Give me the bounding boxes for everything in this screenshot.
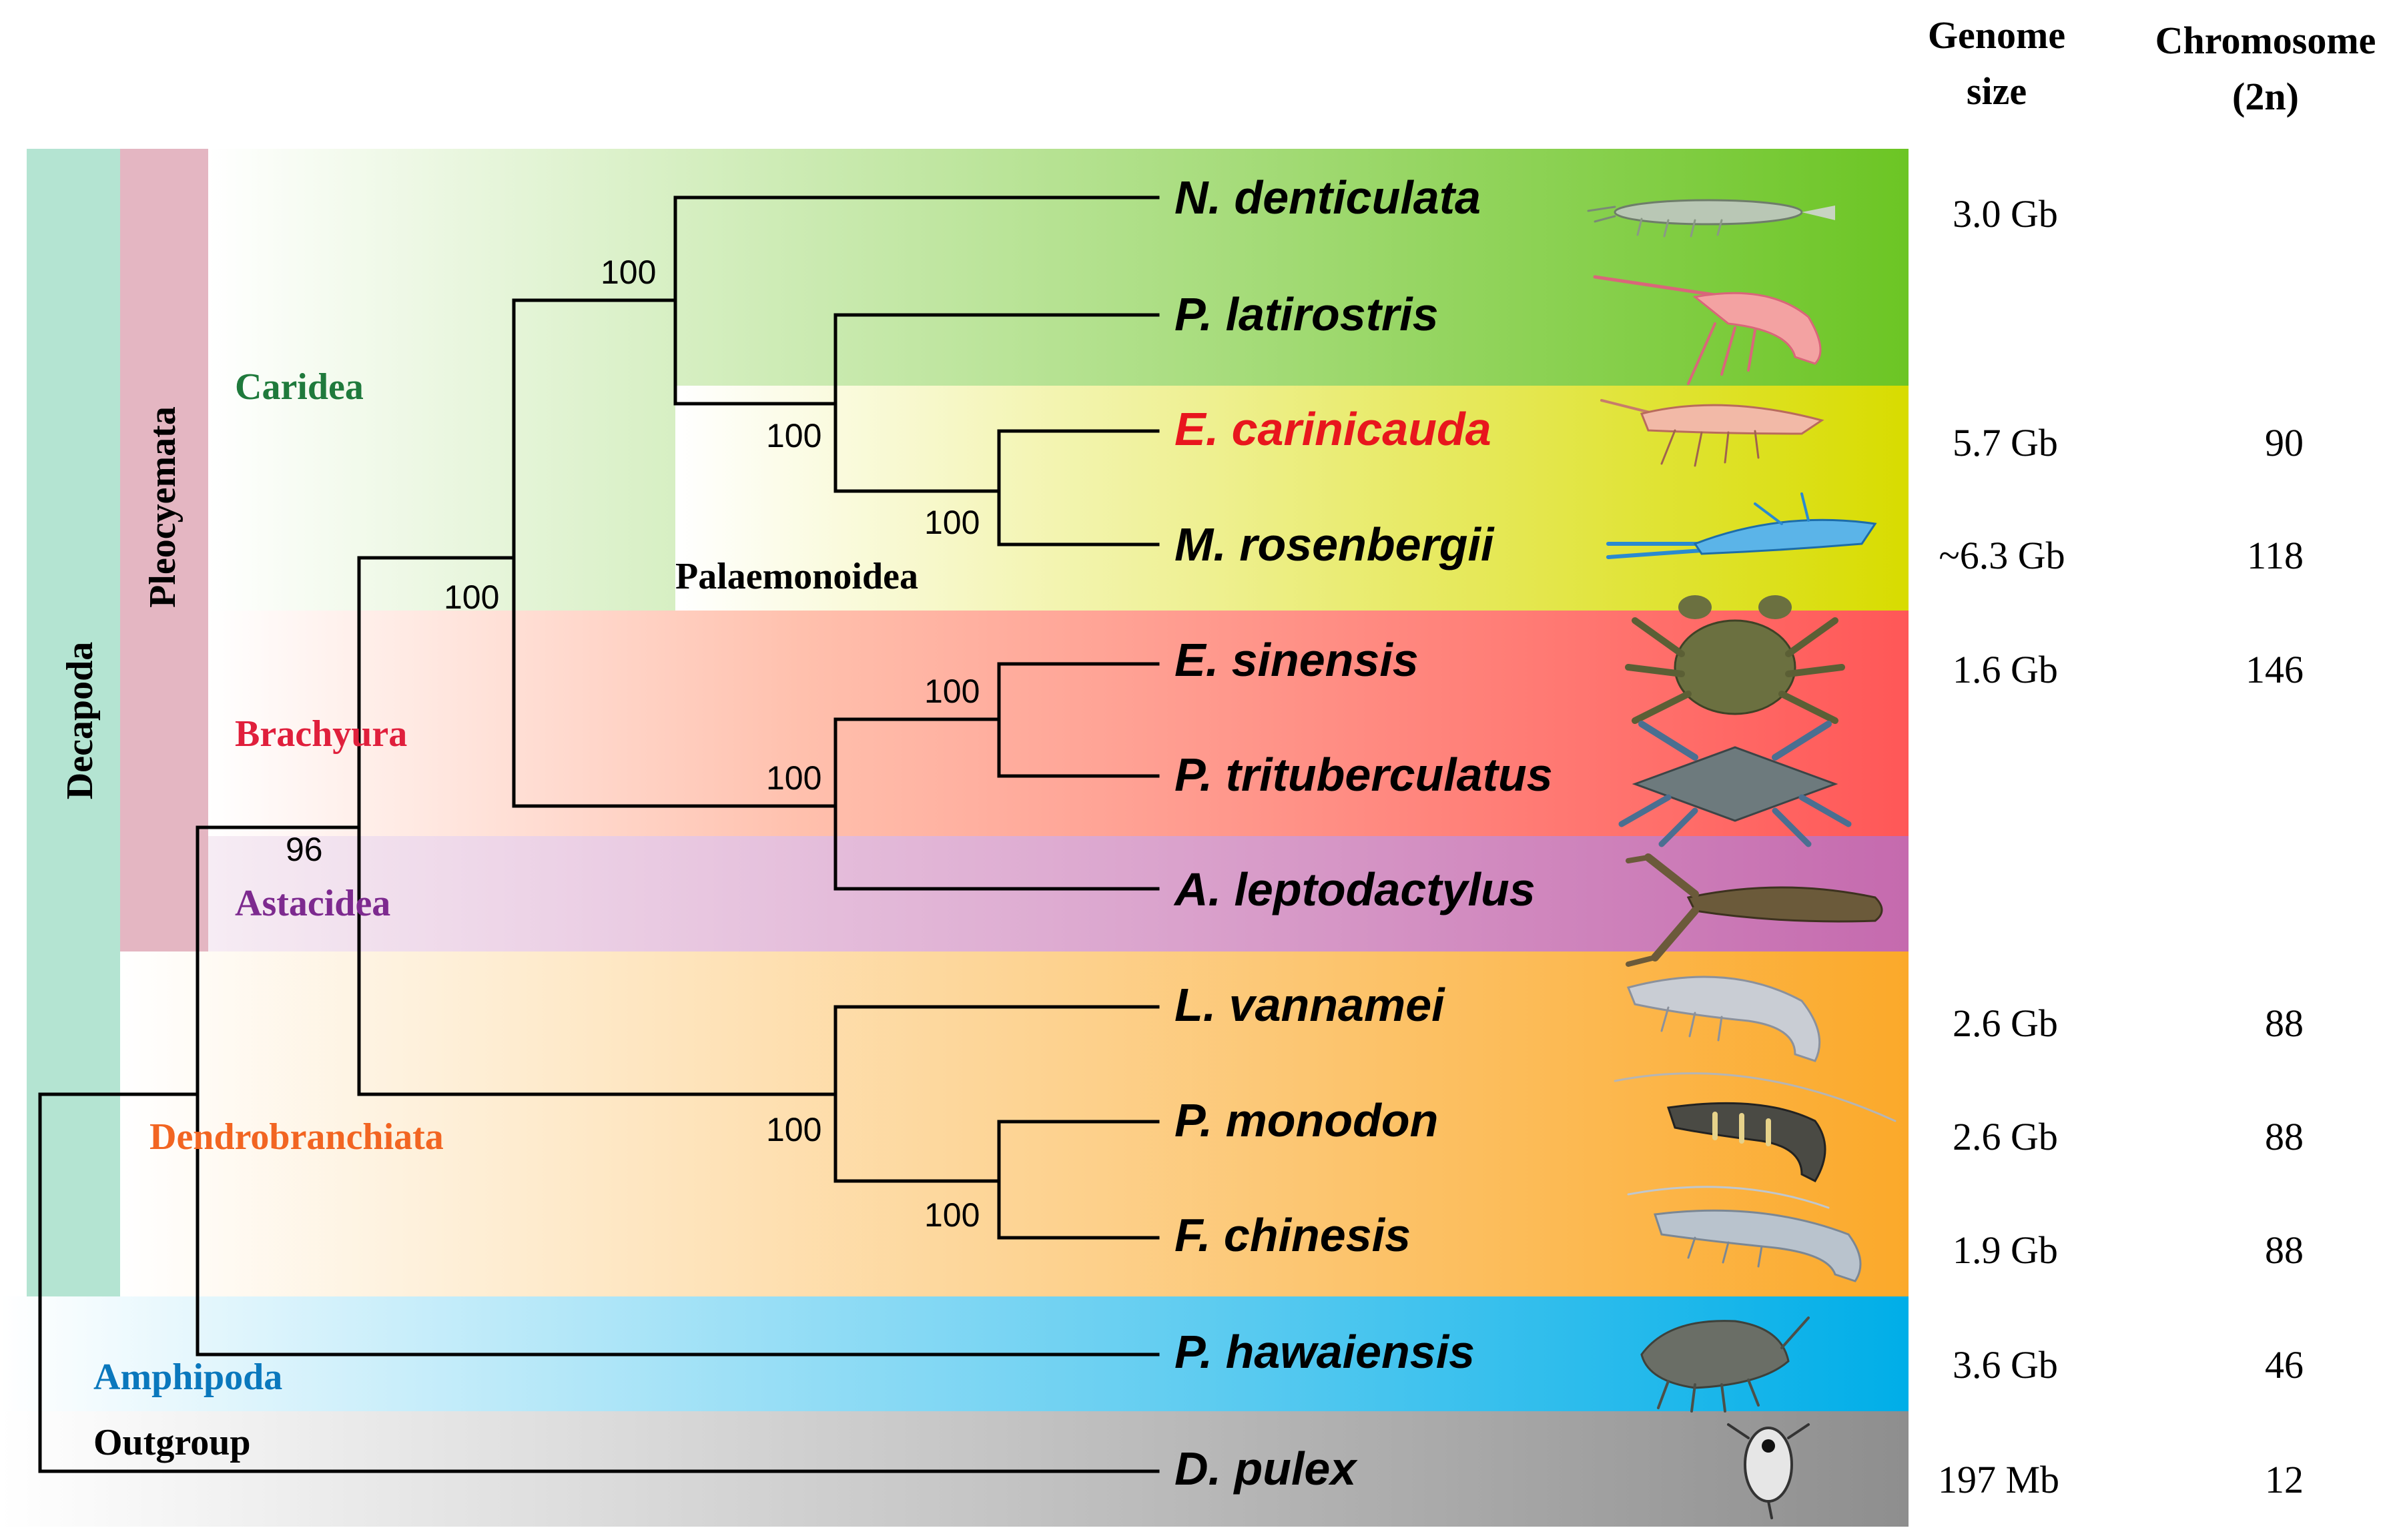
species-name: N. denticulata <box>1174 171 1481 224</box>
pleocyemata-bar <box>120 149 208 951</box>
chromosome-value: 46 <box>2265 1343 2304 1387</box>
shrimp-icon <box>1587 199 1835 238</box>
astacidea-label: Astacidea <box>235 883 390 924</box>
genome-size-header: size <box>1967 69 2027 113</box>
chromosome-header: Chromosome <box>2155 19 2376 62</box>
bootstrap-label: 100 <box>766 759 821 797</box>
bootstrap-label: 100 <box>766 1111 821 1148</box>
clade-labels: Decapoda Pleocyemata Caridea Palaemonoid… <box>59 366 918 1463</box>
tree-branches <box>38 196 1160 1473</box>
bootstrap-label: 100 <box>924 504 980 541</box>
shrimp-icon <box>1600 399 1824 467</box>
bootstrap-values: 100 100 100 100 96 100 100 100 100 <box>286 254 980 1234</box>
species-name: E. sinensis <box>1174 634 1419 686</box>
bootstrap-label: 100 <box>924 1196 980 1234</box>
shrimp-icon <box>1627 1186 1862 1282</box>
species-name: P. hawaiensis <box>1174 1326 1475 1378</box>
species-name: P. latirostris <box>1174 288 1439 340</box>
chromosome-value: 118 <box>2247 534 2304 577</box>
shrimp-icon <box>1593 275 1822 385</box>
genome-size-value: 1.9 Gb <box>1953 1228 2058 1272</box>
crab-icon <box>1625 595 1845 724</box>
species-name: E. carinicauda <box>1174 403 1491 455</box>
genome-size-value: 197 Mb <box>1938 1458 2059 1501</box>
genome-size-value: 2.6 Gb <box>1953 1115 2058 1158</box>
clade-bands <box>0 149 1909 1527</box>
organism-pictures <box>1587 199 1897 1519</box>
caridea-label: Caridea <box>235 366 364 408</box>
brachyura-label: Brachyura <box>235 713 407 755</box>
bootstrap-label: 100 <box>444 579 499 616</box>
pleocyemata-label: Pleocyemata <box>142 406 184 608</box>
chromosome-column: 90 118 146 88 88 88 46 12 <box>2246 421 2304 1501</box>
shrimp-icon <box>1626 976 1821 1062</box>
outgroup-label: Outgroup <box>93 1422 250 1463</box>
daphnia-icon <box>1727 1423 1810 1519</box>
chromosome-value: 12 <box>2265 1458 2304 1501</box>
bootstrap-label: 100 <box>924 673 980 710</box>
bootstrap-label: 100 <box>601 254 656 291</box>
genome-size-value: 3.6 Gb <box>1953 1343 2058 1387</box>
chromosome-value: 146 <box>2246 648 2304 691</box>
species-name: M. rosenbergii <box>1174 518 1495 570</box>
species-name: D. pulex <box>1174 1443 1358 1495</box>
genome-size-value: 2.6 Gb <box>1953 1002 2058 1045</box>
species-name: P. monodon <box>1174 1094 1438 1146</box>
crayfish-icon <box>1626 853 1883 967</box>
chromosome-value: 88 <box>2265 1002 2304 1045</box>
amphipod-icon <box>1640 1316 1810 1413</box>
prawn-icon <box>1606 492 1877 559</box>
palaemonoidea-label: Palaemonoidea <box>675 556 918 597</box>
chromosome-value: 88 <box>2265 1228 2304 1272</box>
species-name: A. leptodactylus <box>1173 863 1535 915</box>
genome-size-value: 1.6 Gb <box>1953 648 2058 691</box>
species-name: P. trituberculatus <box>1174 749 1553 801</box>
decapoda-label: Decapoda <box>59 642 101 799</box>
genome-size-value: 3.0 Gb <box>1953 192 2058 236</box>
genome-size-column: 3.0 Gb 5.7 Gb ~6.3 Gb 1.6 Gb 2.6 Gb 2.6 … <box>1938 192 2065 1501</box>
species-name: F. chinesis <box>1174 1209 1411 1261</box>
chromosome-value: 88 <box>2265 1115 2304 1158</box>
amphipoda-label: Amphipoda <box>93 1357 282 1398</box>
bootstrap-label: 96 <box>286 831 323 868</box>
bootstrap-label: 100 <box>766 417 821 454</box>
species-name: L. vannamei <box>1174 979 1445 1031</box>
crab-icon <box>1618 721 1852 847</box>
astacidea-band <box>208 836 1909 951</box>
shrimp-icon <box>1614 1072 1897 1182</box>
column-headers: Genome size Chromosome (2n) <box>1928 13 2376 118</box>
chromosome-header: (2n) <box>2232 75 2299 118</box>
decapoda-bar <box>27 149 120 1296</box>
brachyura-band <box>208 611 1909 836</box>
outgroup-band <box>0 1411 1909 1527</box>
genome-size-header: Genome <box>1928 13 2065 57</box>
chromosome-value: 90 <box>2265 421 2304 464</box>
species-labels: N. denticulata P. latirostris E. carinic… <box>1173 171 1553 1495</box>
genome-size-value: 5.7 Gb <box>1953 421 2058 464</box>
genome-size-value: ~6.3 Gb <box>1939 534 2065 577</box>
dendrobranchiata-label: Dendrobranchiata <box>149 1116 444 1158</box>
